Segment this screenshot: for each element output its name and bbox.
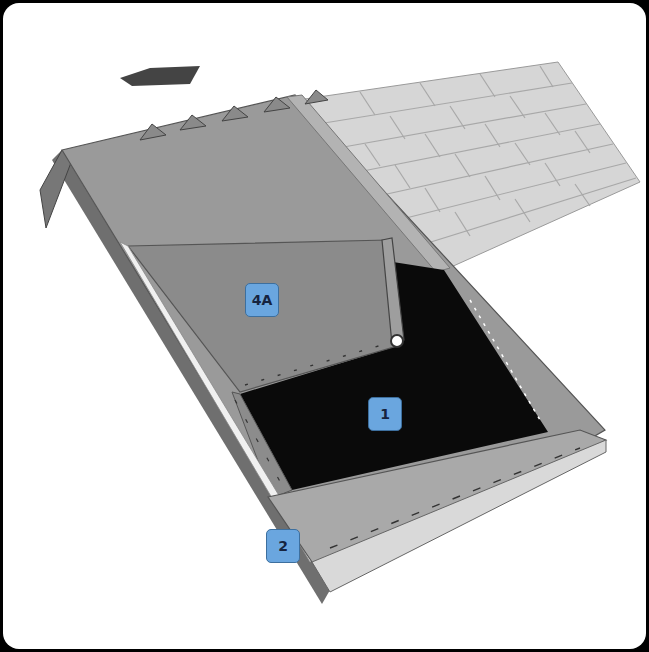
roof-deck [62,95,605,590]
callout-number: 1 [368,397,402,431]
roll-end [391,335,403,347]
eave-drip [312,440,606,592]
callout-number: 2 [266,529,300,563]
ridge-cap [120,66,200,86]
eave-fasteners [330,448,580,548]
frame [3,3,646,649]
fastener-row [470,300,540,420]
membrane-fasteners [245,342,392,385]
callout-number: 4A [245,283,279,317]
drip-edge [40,150,72,228]
roll [382,238,404,344]
ridge-vents [140,90,328,140]
